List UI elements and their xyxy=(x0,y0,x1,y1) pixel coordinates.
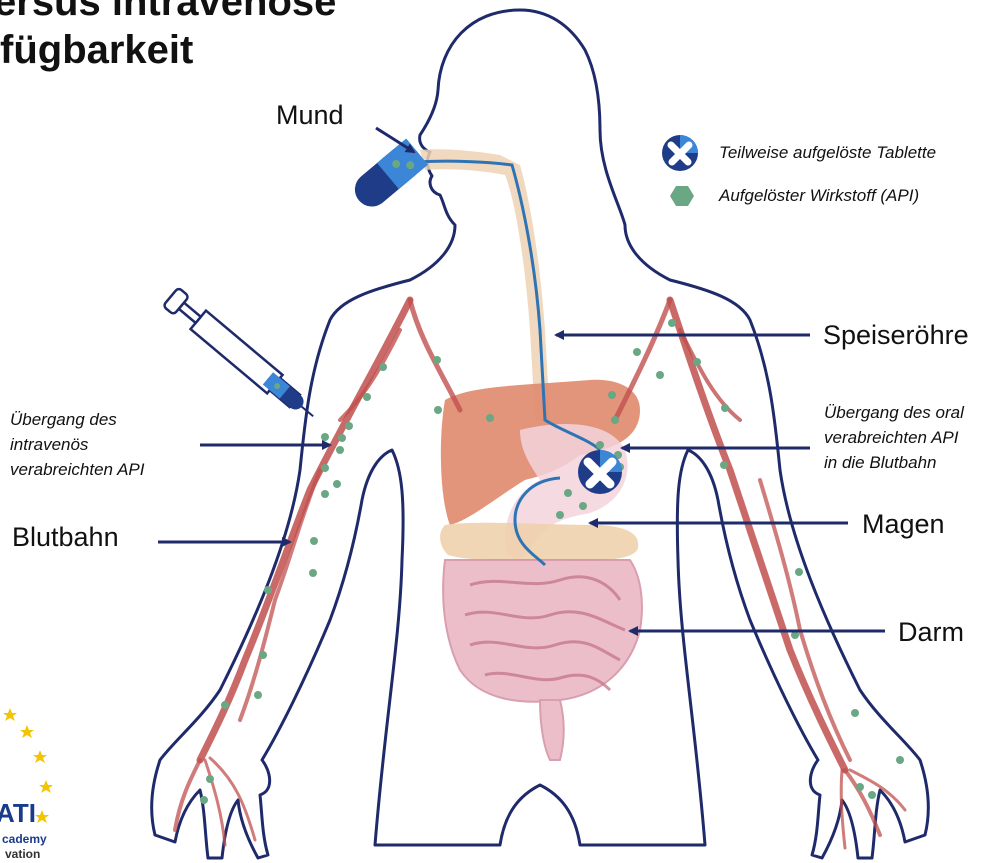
right-arm-vessels xyxy=(615,300,905,848)
label-mund: Mund xyxy=(276,100,344,131)
legend-tablet-icon xyxy=(662,135,698,171)
label-speiseroehre: Speiseröhre xyxy=(823,320,969,351)
tablet-in-stomach xyxy=(578,450,622,494)
label-uebergang-iv-1: Übergang des xyxy=(10,410,117,430)
label-uebergang-oral-3: in die Blutbahn xyxy=(824,453,936,473)
label-darm: Darm xyxy=(898,617,964,648)
syringe xyxy=(163,288,321,426)
label-magen: Magen xyxy=(862,509,945,540)
left-arm-vessels xyxy=(175,300,460,845)
legend-api-label: Aufgelöster Wirkstoff (API) xyxy=(719,186,919,206)
logo-text-academy: cademy xyxy=(2,833,47,845)
label-uebergang-iv-3: verabreichten API xyxy=(10,460,145,480)
label-blutbahn: Blutbahn xyxy=(12,522,119,553)
tablet-capsule xyxy=(348,139,428,214)
label-uebergang-oral-2: verabreichten API xyxy=(824,428,959,448)
legend-tablet-label: Teilweise aufgelöste Tablette xyxy=(719,143,936,163)
esophagus xyxy=(420,149,550,420)
label-uebergang-iv-2: intravenös xyxy=(10,435,88,455)
legend-api-hexagon-icon xyxy=(670,186,694,206)
logo-text-innovation: vation xyxy=(5,848,40,860)
label-uebergang-oral-1: Übergang des oral xyxy=(824,403,964,423)
transverse-colon xyxy=(440,523,638,561)
logo-text-ati: ATI xyxy=(0,800,36,826)
